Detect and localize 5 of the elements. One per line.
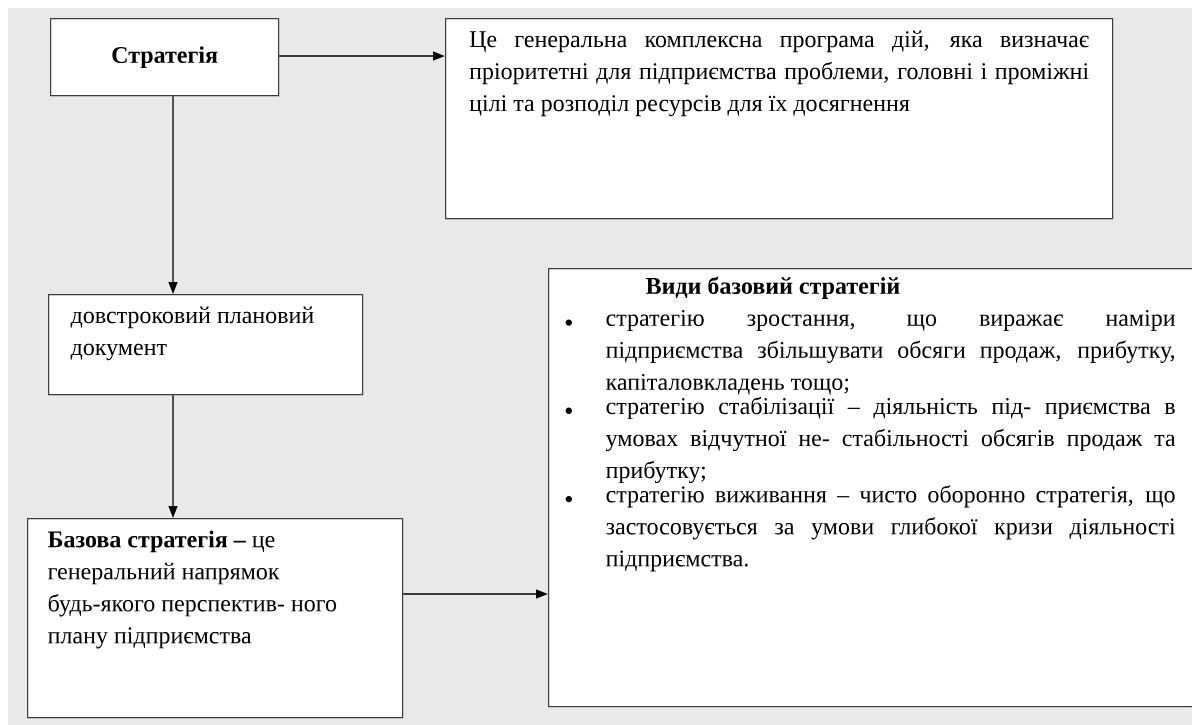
definition-box: Базова стратегія – це генеральний напрямок будь-якого перспектив- ного плану підприємства (27, 518, 404, 719)
definition-box: Це генеральна комплексна програма дій, яка визначає пріоритетні для підприємства проблеми, головні і проміжні цілі та розподіл ресурсів для їх досягнення (445, 18, 1114, 220)
process-box: довстроковий плановий документ (48, 294, 364, 396)
title-box: Стратегія (50, 18, 280, 97)
list-box: Види базовий стратегій стратегію зростання, що виражає наміри підприємства збільшувати обсяги продаж, прибутку, капіталовкладень тощо; стратегію стабілізації – діяльність під- приємства в умовах відчутної не- стабільності обсягів продаж та прибутку; стратегію виживання – чисто оборонно стратегія, що застосовується за умови глибокої кризи діяльності підприємства. (548, 268, 1192, 708)
